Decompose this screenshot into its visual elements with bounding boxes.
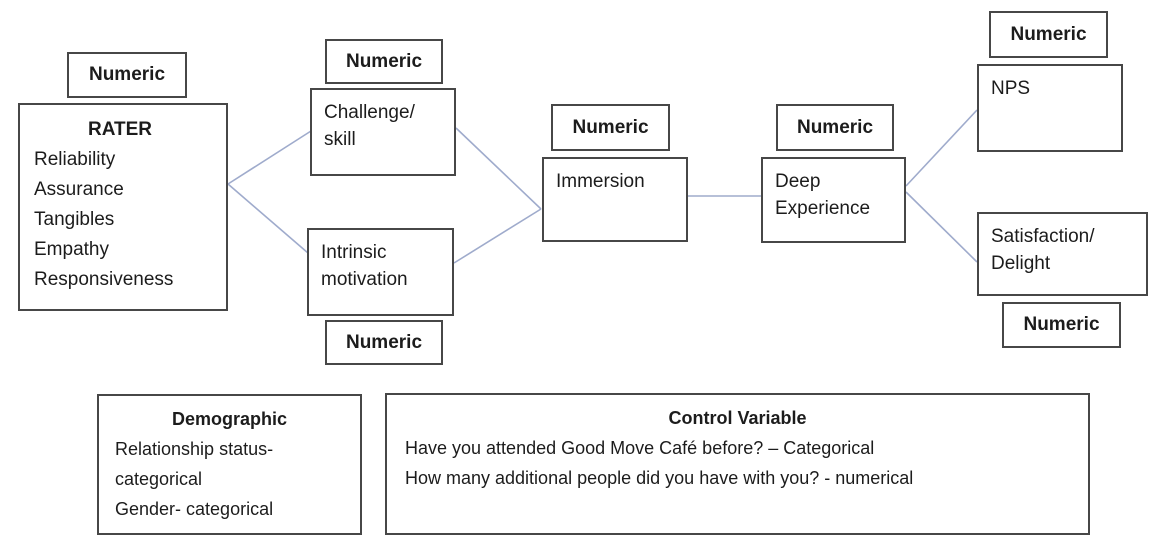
control-variable-item: How many additional people did you have … bbox=[405, 468, 914, 488]
connector-rater-challenge bbox=[227, 130, 312, 185]
demographic-item: Gender- categorical bbox=[115, 499, 274, 519]
demographic-title: Demographic bbox=[171, 409, 288, 429]
numeric-tag-intrinsic: Numeric bbox=[325, 320, 443, 365]
box-demographic: Demographic Relationship status- categor… bbox=[97, 394, 362, 535]
demographic-item: Relationship status- categorical bbox=[115, 439, 274, 489]
numeric-tag-satisfaction: Numeric bbox=[1002, 302, 1121, 348]
connector-intrinsic-immersion bbox=[453, 208, 542, 264]
numeric-tag-deep-experience: Numeric bbox=[776, 104, 894, 151]
rater-item: Reliability bbox=[34, 149, 116, 170]
node-satisfaction-delight: Satisfaction/ Delight bbox=[977, 212, 1148, 296]
connector-deep-nps bbox=[905, 109, 978, 187]
connector-rater-intrinsic bbox=[227, 183, 309, 254]
rater-item: Empathy bbox=[34, 239, 109, 260]
numeric-tag-rater: Numeric bbox=[67, 52, 187, 98]
node-challenge-skill: Challenge/ skill bbox=[310, 88, 456, 176]
control-variable-item: Have you attended Good Move Café before?… bbox=[405, 438, 875, 458]
numeric-tag-immersion: Numeric bbox=[551, 104, 670, 151]
node-immersion: Immersion bbox=[542, 157, 688, 242]
numeric-tag-nps: Numeric bbox=[989, 11, 1108, 58]
numeric-tag-challenge: Numeric bbox=[325, 39, 443, 84]
node-intrinsic-motivation: Intrinsic motivation bbox=[307, 228, 454, 316]
control-variable-title: Control Variable bbox=[668, 408, 807, 428]
connector-deep-satisfaction bbox=[905, 191, 978, 263]
box-control-variable: Control Variable Have you attended Good … bbox=[385, 393, 1090, 535]
connector-challenge-immersion bbox=[455, 127, 542, 210]
node-deep-experience: Deep Experience bbox=[761, 157, 906, 243]
node-rater: RATER Reliability Assurance Tangibles Em… bbox=[18, 103, 228, 311]
rater-item: Responsiveness bbox=[34, 269, 174, 290]
rater-title: RATER bbox=[87, 119, 153, 140]
rater-item: Assurance bbox=[34, 179, 124, 200]
node-nps: NPS bbox=[977, 64, 1123, 152]
rater-item: Tangibles bbox=[34, 209, 115, 230]
